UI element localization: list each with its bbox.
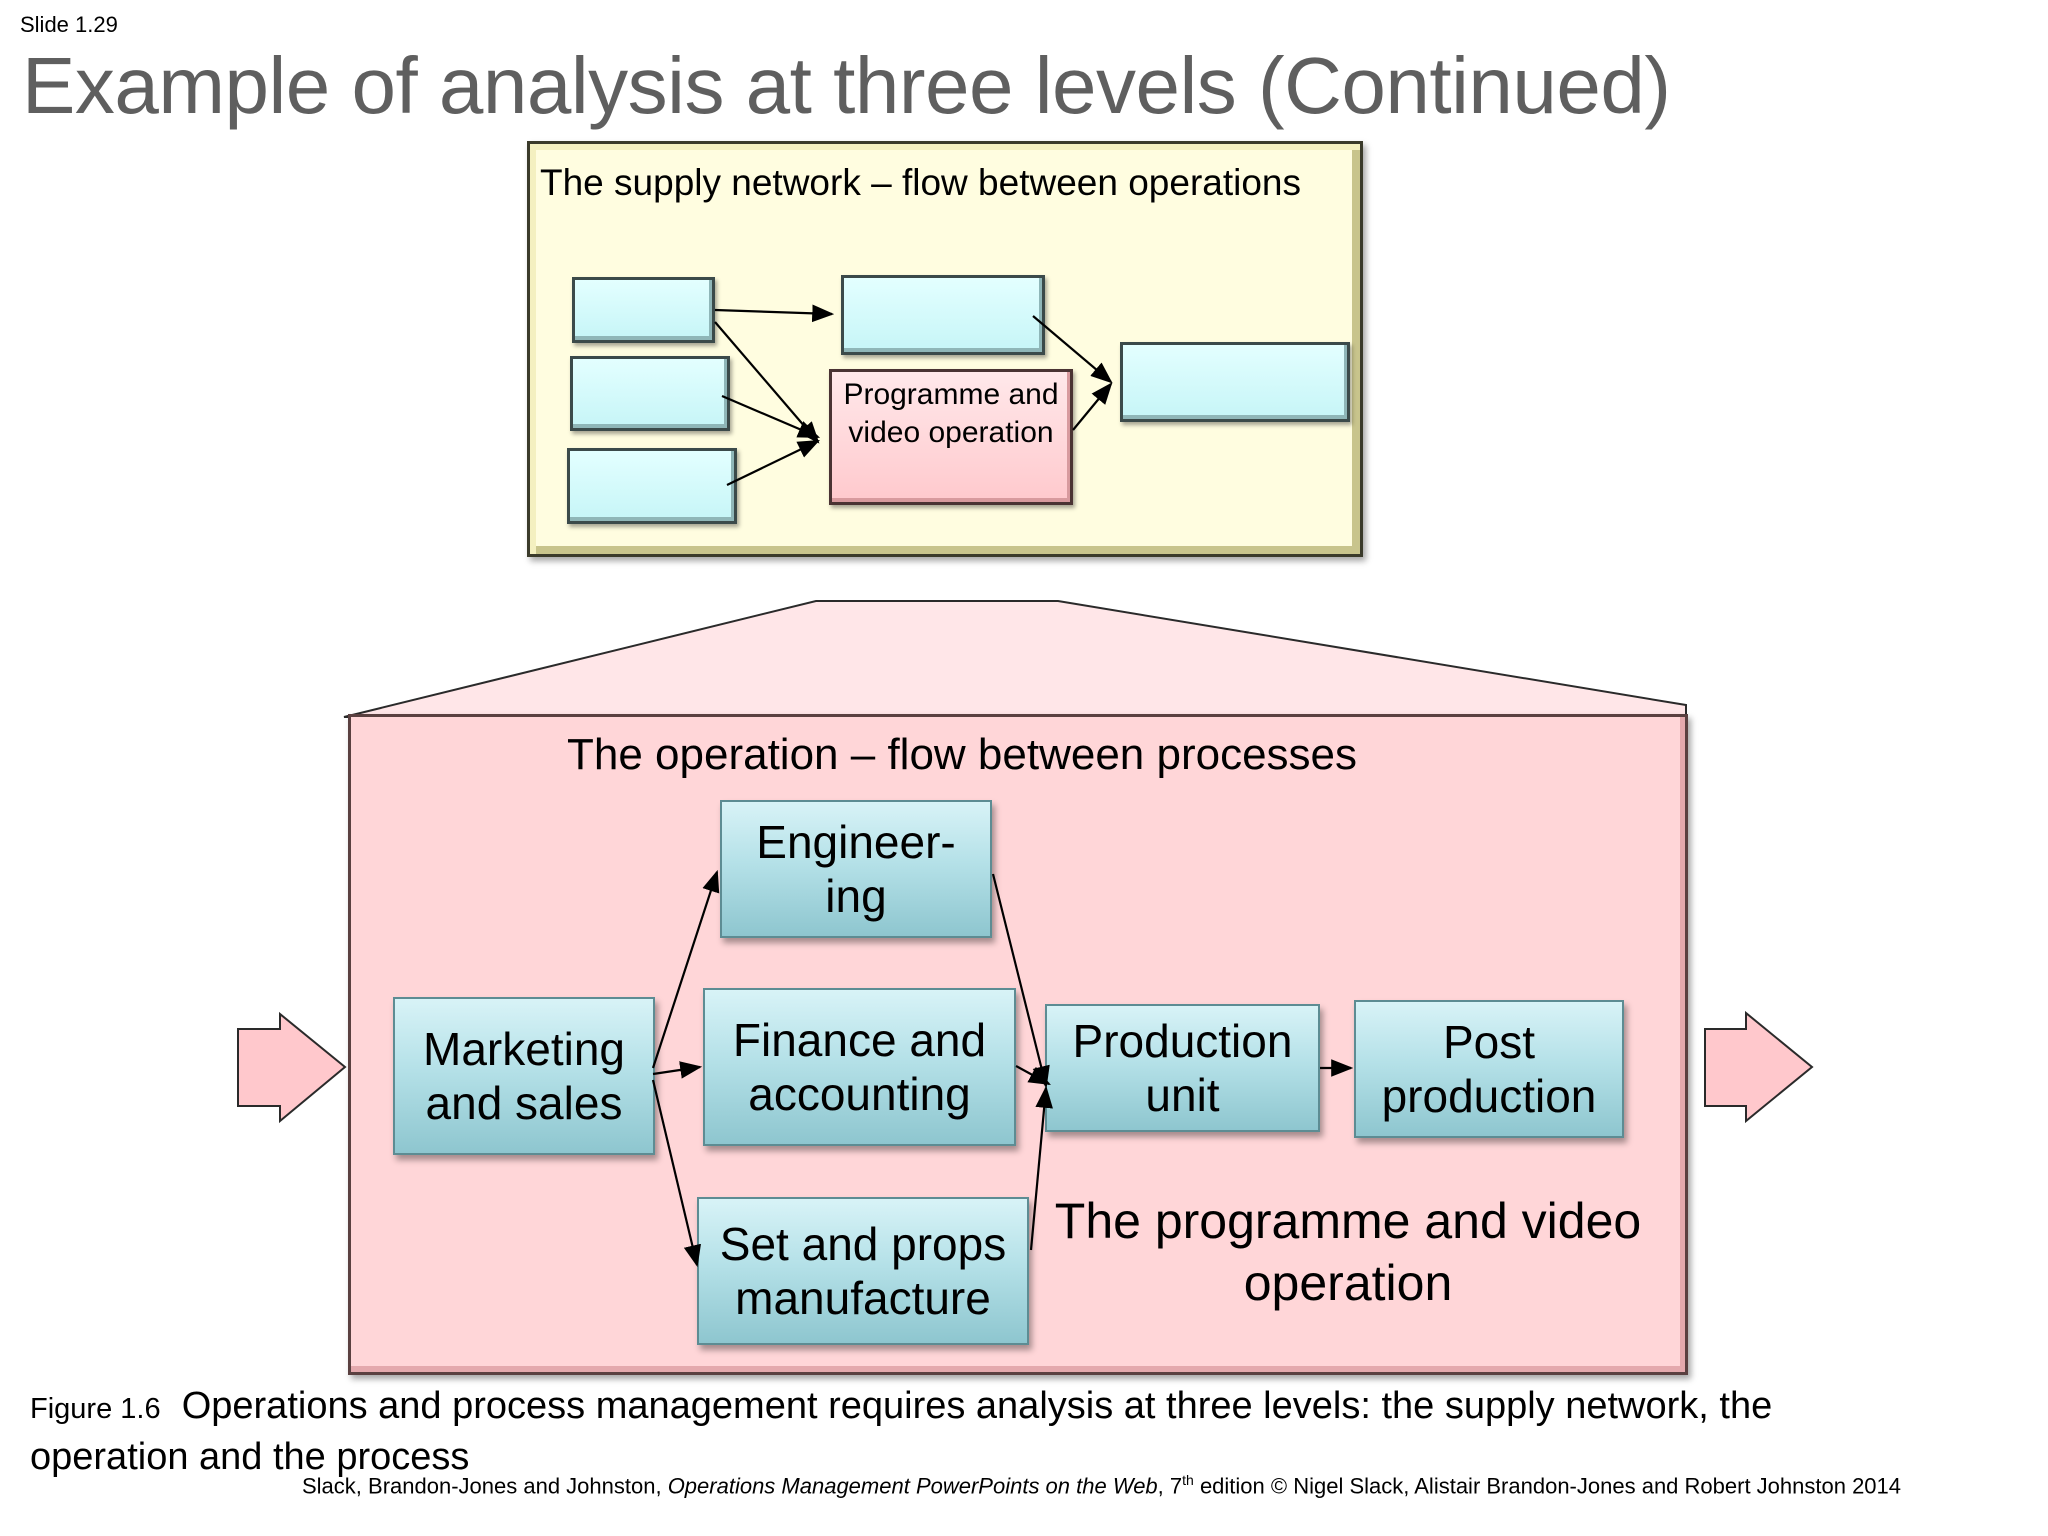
programme-video-operation-box: Programme and video operation	[829, 369, 1073, 505]
engineering-line-1: Engineer-	[756, 816, 956, 868]
supply-network-title: The supply network – flow between operat…	[540, 162, 1301, 203]
op-arrow-marketing-engineering	[651, 869, 720, 1069]
op-arrow-engineering-production	[991, 873, 1050, 1089]
copyright-credit: Slack, Brandon-Jones and Johnston, Opera…	[302, 1472, 1901, 1499]
process-engineering: Engineer-ing	[720, 800, 992, 938]
credit-rest: edition © Nigel Slack, Alistair Brandon-…	[1193, 1473, 1902, 1499]
set-props-line-1: Set and props	[719, 1218, 1007, 1270]
output-arrow	[1704, 1010, 1814, 1124]
production-line-2: unit	[1145, 1069, 1220, 1121]
credit-edition-sup: th	[1182, 1472, 1194, 1488]
net-arrow-3	[721, 394, 821, 439]
page-title: Example of analysis at three levels (Con…	[22, 41, 1671, 130]
marketing-line-1: Marketing	[423, 1023, 625, 1075]
net-arrow-2	[714, 321, 820, 444]
op-arrow-finance-production	[1015, 1065, 1051, 1086]
caption-text: Operations and process management requir…	[30, 1385, 1773, 1478]
operation-label: The programme and video operation	[1038, 1190, 1658, 1314]
marketing-line-2: and sales	[425, 1077, 623, 1129]
net-arrow-5	[1032, 315, 1113, 384]
figure-label: Figure 1.6	[30, 1393, 161, 1425]
credit-book: Operations Management PowerPoints on the…	[667, 1473, 1158, 1499]
finance-line-2: accounting	[748, 1068, 971, 1120]
engineering-line-2: ing	[825, 870, 887, 922]
operation-label-line-1: The programme and video	[1054, 1193, 1642, 1249]
supplier-box-1	[572, 277, 715, 343]
center-line-2: video operation	[848, 416, 1054, 449]
slide-number: Slide 1.29	[20, 12, 118, 37]
net-arrow-6	[1072, 382, 1113, 431]
op-arrow-setprops-production	[1029, 1085, 1053, 1251]
op-arrow-marketing-setprops	[651, 1079, 701, 1268]
net-arrow-1	[714, 304, 835, 323]
post-line-2: production	[1381, 1070, 1597, 1122]
input-arrow	[237, 1011, 347, 1124]
customer-box	[1120, 342, 1350, 422]
operation-title: The operation – flow between processes	[567, 730, 1358, 779]
net-arrow-4	[726, 440, 820, 486]
finance-line-1: Finance and	[732, 1014, 987, 1066]
figure-caption: Figure 1.6 Operations and process manage…	[30, 1382, 1830, 1481]
supplier-box-3	[567, 448, 737, 524]
op-arrow-marketing-finance	[652, 1061, 703, 1079]
supplier-box-2	[570, 356, 730, 431]
post-line-1: Post	[1442, 1016, 1536, 1068]
production-line-1: Production	[1072, 1015, 1293, 1067]
credit-edition: , 7	[1157, 1473, 1183, 1499]
center-line-1: Programme and	[843, 378, 1059, 411]
operation-label-line-2: operation	[1243, 1255, 1453, 1311]
network-box-top	[841, 275, 1045, 355]
set-props-line-2: manufacture	[735, 1272, 991, 1324]
credit-authors: Slack, Brandon-Jones and Johnston,	[302, 1473, 668, 1499]
